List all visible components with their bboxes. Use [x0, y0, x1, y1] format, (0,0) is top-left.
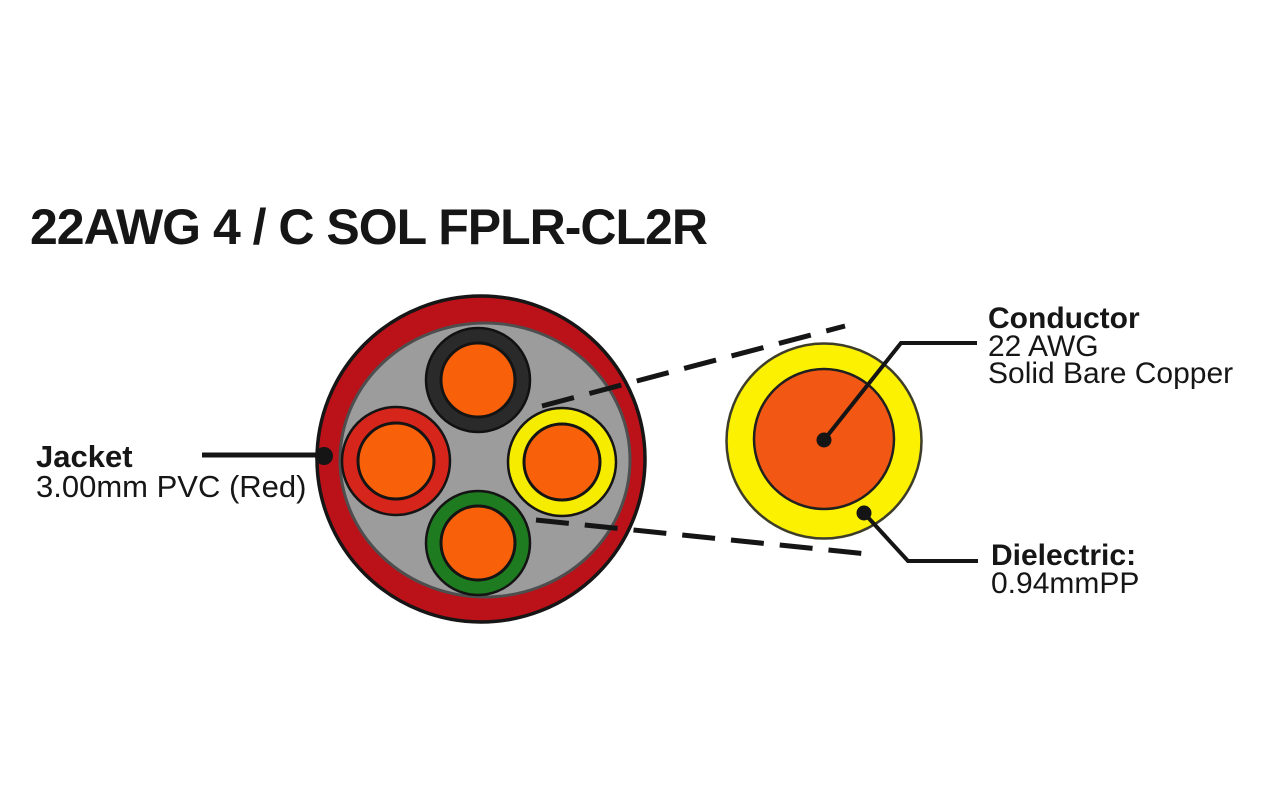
conductor-callout-dot: [816, 432, 832, 448]
conductor-left-red: [340, 405, 452, 517]
dielectric-label-spec: 0.94mmPP: [991, 566, 1140, 600]
filler-circle: [338, 321, 632, 599]
copper-conductor: [439, 504, 517, 582]
dashed-line-upper: [541, 323, 846, 409]
conductor-label-title: Conductor: [988, 302, 1140, 335]
conductor-right-yellow: [506, 406, 618, 518]
copper-conductor: [439, 341, 517, 419]
dielectric-label: Dielectric: 0.94mmPP: [991, 539, 1140, 600]
conductor-leader-line: [822, 341, 977, 442]
conductor-bottom-green: [424, 489, 532, 597]
copper-conductor: [522, 422, 602, 502]
conductor-label-spec-line2: Solid Bare Copper: [988, 357, 1234, 390]
cable-cross-section: [315, 294, 647, 624]
dielectric-label-title: Dielectric:: [991, 539, 1137, 572]
page-title: 22AWG 4 / C SOL FPLR-CL2R: [30, 199, 708, 255]
conductor-label: Conductor 22 AWG Solid Bare Copper: [988, 302, 1234, 390]
dielectric-callout-dot: [856, 505, 872, 521]
conductor-label-spec-line1: 22 AWG: [988, 329, 1099, 363]
jacket-label: Jacket 3.00mm PVC (Red): [36, 439, 307, 504]
callout-leaders: [202, 341, 978, 563]
dashed-line-lower: [535, 517, 868, 557]
conductor-top-black: [424, 326, 532, 434]
jacket-label-spec: 3.00mm PVC (Red): [36, 469, 307, 504]
dielectric-leader-line: [862, 511, 978, 563]
copper-conductor: [356, 421, 436, 501]
jacket-label-title: Jacket: [36, 439, 133, 474]
jacket-callout-dot: [315, 447, 333, 465]
magnifier-dashed-lines: [535, 323, 868, 557]
